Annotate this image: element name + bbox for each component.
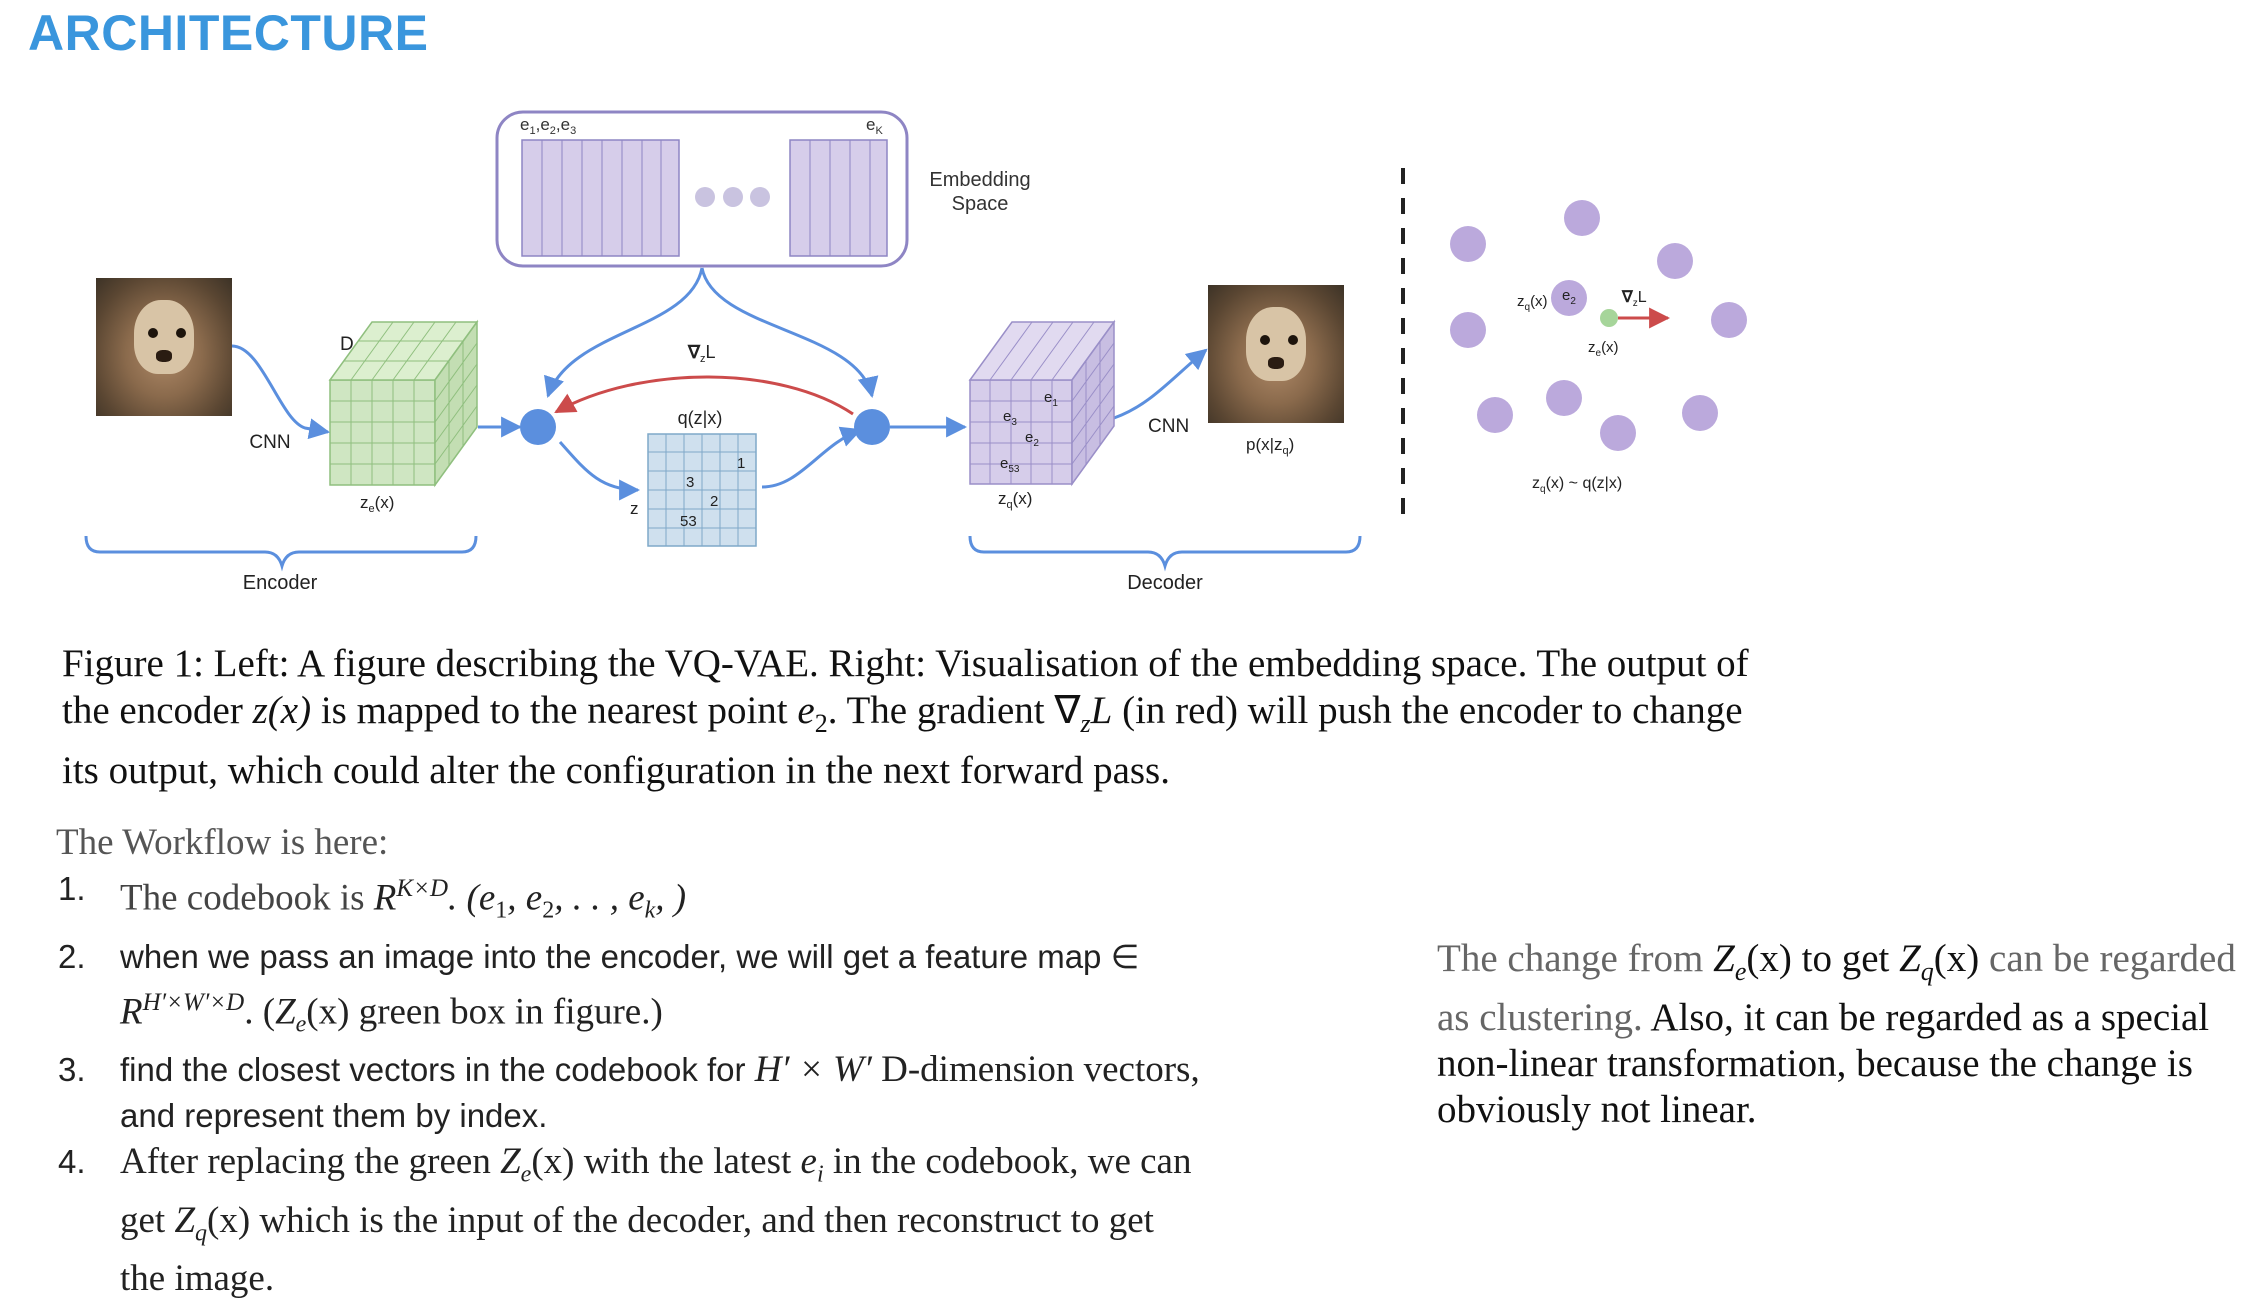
grid-value-1: 1 [737, 455, 745, 472]
grid-value-53: 53 [680, 513, 697, 530]
slide-title: ARCHITECTURE [28, 5, 429, 61]
e2-label: e2 [1562, 287, 1576, 307]
embedding-dot [1450, 312, 1486, 348]
gradient-label: ∇zL [687, 342, 716, 365]
codebook-right-label: eK [866, 115, 883, 137]
embedding-dot [1682, 395, 1718, 431]
decoder-label-e3: e3 [1003, 408, 1017, 428]
embedding-space: e1,e2,e3 eK Embedding Space [495, 110, 1031, 268]
zq-label: zq(x) [1517, 293, 1548, 313]
codebook-left-label: e1,e2,e3 [520, 115, 576, 137]
quantizer-to-node-arrow [761, 426, 862, 489]
embedding-dot [1546, 380, 1582, 416]
embedding-dot [1600, 415, 1636, 451]
decoder-input-label: zq(x) [998, 489, 1032, 511]
encoder-label: Encoder [243, 572, 318, 594]
node-to-quantizer-arrow [558, 441, 641, 501]
decoder-label: Decoder [1127, 572, 1203, 594]
embedding-dot [1564, 200, 1600, 236]
figure-caption: Figure 1: Left: A figure describing the … [62, 642, 1749, 792]
zq-distribution-label: zq(x) ~ q(z|x) [1532, 475, 1622, 495]
left-node [520, 409, 556, 445]
embedding-dot [1450, 226, 1486, 262]
ze-point [1600, 309, 1618, 327]
codebook-left [521, 139, 680, 257]
embedding-dot [1657, 243, 1693, 279]
decoder-output-label: p(x|zq) [1246, 435, 1294, 457]
decoder-cube [968, 319, 1116, 487]
workflow-section: The Workflow is here: 1. The codebook is… [56, 820, 1366, 1302]
input-dog-image [96, 278, 232, 416]
decoder-label-e2: e2 [1025, 429, 1039, 449]
encoder-dim-label: D [340, 334, 354, 355]
quantizer-axis-label: z [630, 499, 639, 518]
workflow-item-1: 1. The codebook is RK×D. (e1, e2, . . , … [58, 870, 687, 924]
encoder-output-label: ze(x) [360, 493, 394, 515]
image-to-encoder-arrow [231, 344, 331, 440]
vqvae-diagram: e1,e2,e3 eK Embedding Space D CNN ze( [84, 110, 1747, 594]
codebook-right [789, 139, 888, 257]
embedding-dot [1477, 397, 1513, 433]
ze-label: ze(x) [1588, 339, 1619, 359]
encoder-cnn-label: CNN [249, 432, 290, 453]
embedding-space-label-2: Space [952, 193, 1009, 215]
side-note: The change from Ze(x) to get Zq(x) can b… [1437, 937, 2236, 1131]
gradient-arrow [554, 375, 854, 416]
decoder-label-e53: e53 [1000, 455, 1020, 475]
workflow-intro: The Workflow is here: [56, 822, 389, 863]
embedding-dot-e2 [1551, 280, 1587, 316]
embedding-space-label-1: Embedding [929, 169, 1030, 191]
quantizer-grid [647, 433, 757, 547]
decoder-label-e1: e1 [1044, 389, 1058, 409]
workflow-item-2: 2. when we pass an image into the encode… [58, 937, 1140, 1038]
decoder-brace [968, 535, 1362, 572]
grid-value-3: 3 [686, 474, 694, 491]
embedding-dot [1711, 302, 1747, 338]
decoder-cnn-label: CNN [1148, 416, 1189, 437]
right-gradient-label: ∇zL [1621, 289, 1647, 309]
workflow-item-4: 4. After replacing the green Ze(x) with … [58, 1141, 1192, 1300]
workflow-item-3: 3. find the closest vectors in the codeb… [58, 1049, 1200, 1135]
grid-value-2: 2 [710, 493, 718, 510]
encoder-brace [84, 535, 478, 572]
quantizer-label: q(z|x) [678, 408, 723, 428]
codebook-ellipsis [695, 187, 770, 207]
right-node [854, 409, 890, 445]
codebook-to-right-node-arrow [700, 267, 879, 399]
decoder-to-image-arrow [1113, 348, 1208, 420]
embedding-visualisation [1450, 200, 1747, 451]
encoder-cube [328, 319, 479, 488]
reconstructed-dog-image [1208, 285, 1344, 423]
codebook-to-left-node-arrow [544, 267, 704, 398]
